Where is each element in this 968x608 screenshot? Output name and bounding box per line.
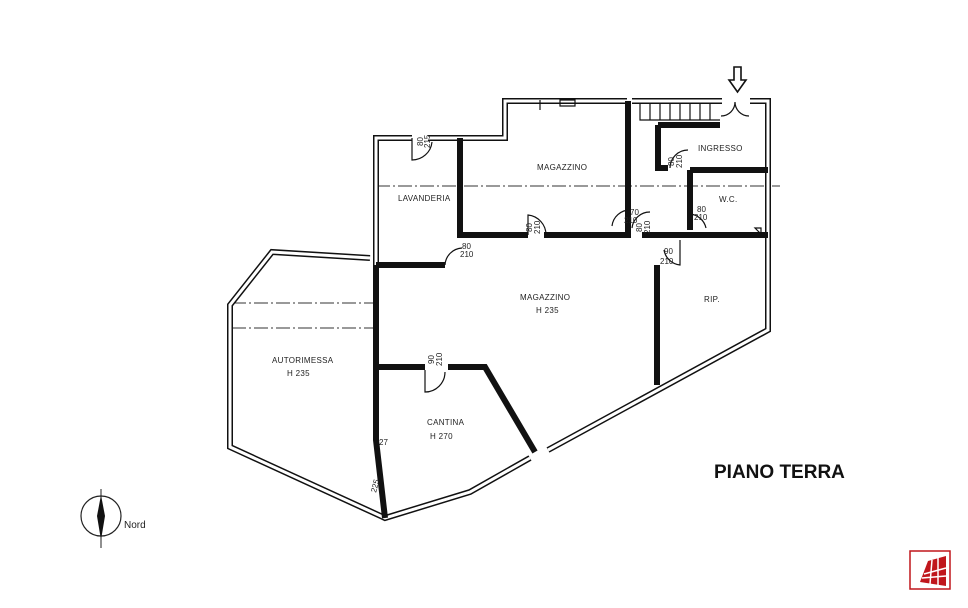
dim-label: 80 xyxy=(635,223,644,232)
dim-label: 80 xyxy=(525,223,534,232)
room-wc: W.C. xyxy=(719,195,738,204)
room-magazzino-main: MAGAZZINO xyxy=(520,293,570,302)
dim-label: 80 xyxy=(667,157,676,166)
dim-label: 70 xyxy=(630,208,639,217)
dim-label: 80 xyxy=(697,205,706,214)
room-lavanderia: LAVANDERIA xyxy=(398,194,451,203)
room-magazzino-height: H 235 xyxy=(536,306,559,315)
dim-label: 80 xyxy=(416,137,425,146)
north-compass-icon xyxy=(80,489,122,548)
dim-label: 27 xyxy=(379,438,388,447)
room-cantina: CANTINA xyxy=(427,418,465,427)
dim-label: 215 xyxy=(423,134,432,148)
room-rip: RIP. xyxy=(704,295,720,304)
room-autorimessa: AUTORIMESSA xyxy=(272,356,334,365)
dim-label: 210 xyxy=(660,257,674,266)
dimension-labels: 80 215 80 210 80 210 70 210 80 210 80 21… xyxy=(369,134,708,493)
dim-label: 90 xyxy=(427,355,436,364)
north-label: Nord xyxy=(124,520,146,531)
dim-label: 80 xyxy=(462,242,471,251)
logo-icon xyxy=(909,550,951,590)
room-cantina-height: H 270 xyxy=(430,432,453,441)
plan-title: PIANO TERRA xyxy=(714,462,845,483)
room-ingresso: INGRESSO xyxy=(698,144,743,153)
entrance-arrow-icon xyxy=(727,66,748,94)
dim-label: 90 xyxy=(664,247,673,256)
room-autorimessa-height: H 235 xyxy=(287,369,310,378)
room-magazzino-top: MAGAZZINO xyxy=(537,163,587,172)
walls xyxy=(227,98,771,522)
dim-label: 210 xyxy=(435,352,444,366)
dim-label: 210 xyxy=(460,250,474,259)
room-labels: MAGAZZINO INGRESSO LAVANDERIA W.C. MAGAZ… xyxy=(272,144,743,441)
dim-label: 210 xyxy=(533,220,542,234)
dim-label: 210 xyxy=(624,216,638,225)
dim-label: 210 xyxy=(643,220,652,234)
dim-label: 210 xyxy=(694,213,708,222)
dim-label: 210 xyxy=(675,154,684,168)
dim-label: 225 xyxy=(369,478,381,494)
